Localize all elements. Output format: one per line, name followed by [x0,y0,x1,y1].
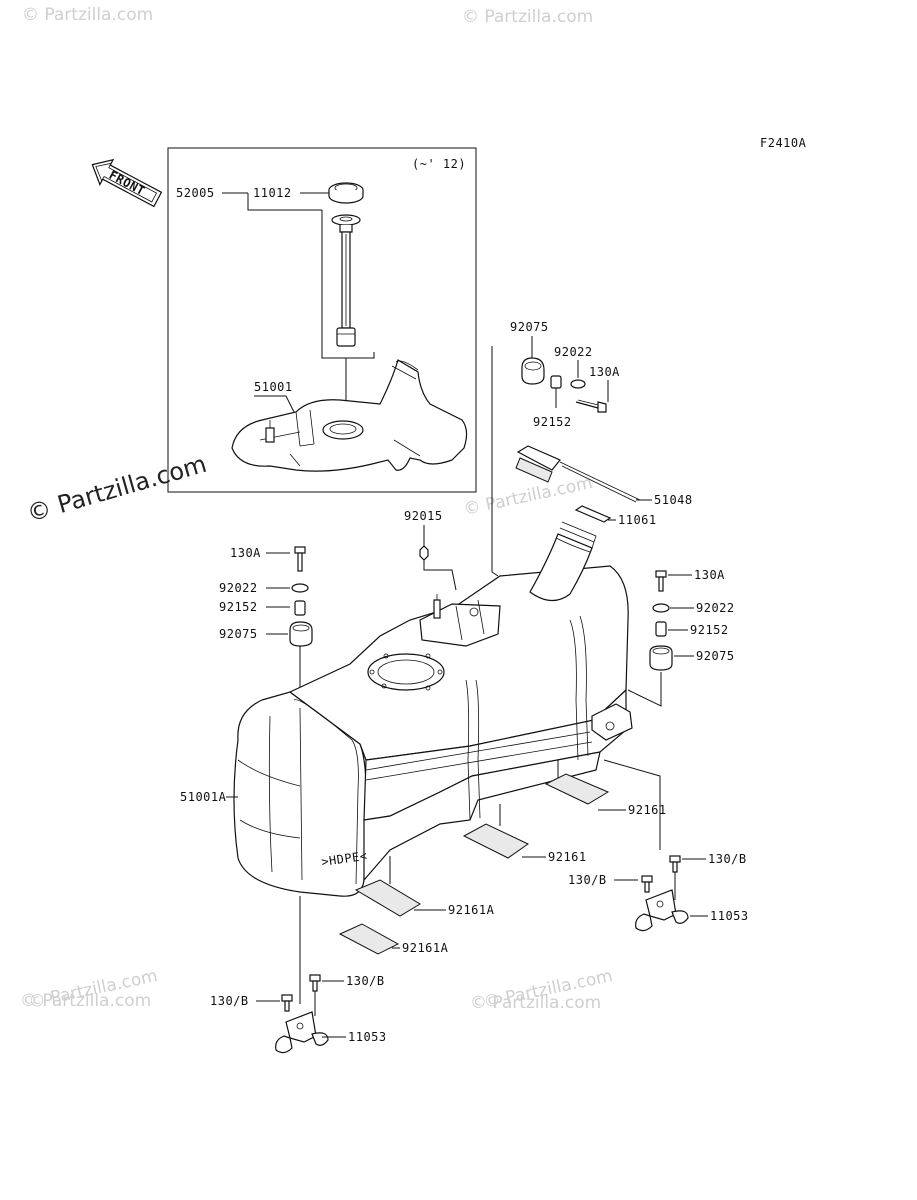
callout-51048: 51048 [515,445,693,507]
label-92161-a: 92161 [628,803,667,817]
label-92075-right: 92075 [696,649,735,663]
watermark-faint: © Partzilla.com [20,991,151,1011]
label-130B-r1: 130/B [708,852,747,866]
watermark-faint: © Partzilla.com [462,7,593,27]
callout-92015: 92015 [404,509,457,591]
callout-92161-a: 92161 [544,759,667,850]
main-tank-part: >HDPE< [233,521,633,897]
label-51001: 51001 [254,380,293,394]
label-11012: 11012 [253,186,292,200]
callout-92022-top: 92022 [554,345,593,389]
callout-130A-right: 130A [655,568,725,592]
callout-11053-left: 11053 [275,1011,387,1054]
label-92022-left: 92022 [219,581,258,595]
label-11053-r: 11053 [710,909,749,923]
label-52005: 52005 [176,186,215,200]
callout-92152-left: 92152 [219,600,306,616]
label-92161A-b: 92161A [402,941,449,955]
callout-92022-right: 92022 [652,601,735,615]
label-92015: 92015 [404,509,443,523]
front-label: FRONT [107,168,148,198]
label-92022-right: 92022 [696,601,735,615]
label-130A-top: 130A [589,365,620,379]
watermark-faint: © Partzilla.com [22,5,153,25]
label-130B-l1: 130/B [346,974,385,988]
callout-130A-left: 130A [230,546,306,572]
callout-92161-b: 92161 [462,804,587,864]
watermark-main: © Partzilla.com [24,450,210,528]
callout-92075-top: 92075 [510,320,549,385]
watermark-faint: © Partzilla.com [470,993,601,1013]
label-92161-b: 92161 [548,850,587,864]
callout-11061: 11061 [574,505,657,527]
label-92075-left: 92075 [219,627,258,641]
callout-11053-right: 11053 [635,889,749,932]
gauge-gasket-part [328,182,364,204]
ref-line-top [491,346,499,577]
callout-51001A: 51001A [180,790,238,804]
figure-code: F2410A [760,136,807,150]
label-92152-right: 92152 [690,623,729,637]
callout-52005: 52005 11012 [176,186,375,412]
label-92161A-a: 92161A [448,903,495,917]
callout-92152-right: 92152 [655,621,729,637]
callout-92075-left: 92075 [219,621,313,700]
callout-130B-right: 130/B 130/B [568,852,747,900]
label-92075-top: 92075 [510,320,549,334]
label-92152-left: 92152 [219,600,258,614]
label-92022-top: 92022 [554,345,593,359]
inset-note: (~' 12) [412,157,466,171]
label-130B-l2: 130/B [210,994,249,1008]
label-11053-l: 11053 [348,1030,387,1044]
inset-tank-part: 51001 [231,359,468,472]
label-130B-r2: 130/B [568,873,607,887]
inset-frame [167,147,477,493]
callout-92075-right: 92075 [627,645,735,707]
callout-92161A-a: 92161A [354,856,495,917]
label-92152-top: 92152 [533,415,572,429]
label-51001A: 51001A [180,790,227,804]
tank-stamp: >HDPE< [320,849,368,869]
callout-92022-left: 92022 [219,581,309,595]
label-130A-left: 130A [230,546,261,560]
front-arrow-icon: FRONT [91,158,163,208]
callout-130B-left: 130/B 130/B [210,974,385,1016]
callout-92152-top: 92152 [533,375,572,429]
label-51048: 51048 [654,493,693,507]
label-11061: 11061 [618,513,657,527]
label-130A-right: 130A [694,568,725,582]
callout-92161A-b: 92161A [338,923,449,955]
callout-130A-top: 130A [575,365,620,413]
watermark-faint: © Partzilla.com [462,473,594,520]
fuel-sender-part [331,214,361,347]
